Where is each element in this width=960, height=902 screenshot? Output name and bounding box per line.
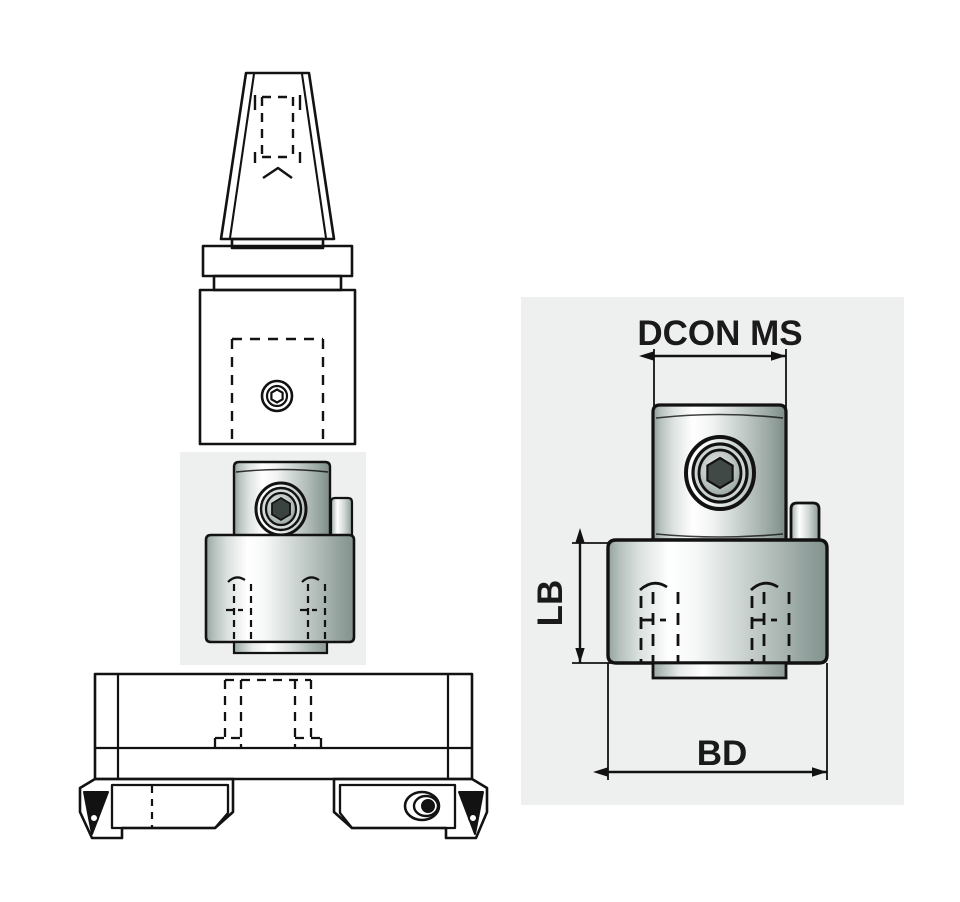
bottom-body-outline xyxy=(93,672,474,781)
collar-lower-ring xyxy=(212,274,343,292)
small-pocket-arc-right xyxy=(301,576,320,583)
small-hidden-pocket-left xyxy=(226,584,253,642)
small-hex-socket-screw xyxy=(254,481,308,537)
taper-inner-line-right xyxy=(300,73,328,239)
dcon-ms-label: DCON MS xyxy=(637,314,802,353)
taper-bore-chamfer xyxy=(262,166,293,179)
main-pocket-arc-left xyxy=(639,581,668,592)
collar-main xyxy=(201,244,354,278)
body-hidden-pocket xyxy=(230,337,325,444)
bottom-clamp-screw xyxy=(403,790,441,822)
main-lower-flange xyxy=(606,538,829,665)
small-detail-view xyxy=(204,460,356,655)
small-lower-flange xyxy=(204,533,356,644)
assembly-hex-socket-screw xyxy=(260,379,294,413)
taper-inner-line xyxy=(228,73,256,239)
bottom-right-cutting-insert xyxy=(458,791,484,835)
small-pocket-arc-left xyxy=(227,576,246,583)
bottom-right-insert-body xyxy=(338,783,457,830)
extension-lines xyxy=(572,349,828,780)
main-cylinder-top-arc xyxy=(655,413,784,419)
small-bottom-ring xyxy=(232,640,329,655)
main-cylinder-bottom-arc xyxy=(655,533,784,538)
bottom-right-insert-holder xyxy=(332,777,489,840)
lb-label: LB xyxy=(531,580,570,627)
main-hex-socket-screw xyxy=(684,435,756,511)
bottom-side-view xyxy=(78,672,489,840)
holder-body-outline xyxy=(198,288,357,446)
bd-label: BD xyxy=(697,734,748,773)
main-hidden-pocket-right xyxy=(750,592,791,662)
bottom-right-insert-hole xyxy=(468,813,478,823)
bottom-left-cutting-insert xyxy=(83,791,109,835)
main-pocket-arc-right xyxy=(750,581,779,592)
taper-bore-ticks xyxy=(253,95,302,163)
small-hidden-pocket-right xyxy=(300,584,327,642)
small-locating-pin xyxy=(329,496,354,542)
main-locating-pin xyxy=(789,501,821,550)
bottom-hidden-lines xyxy=(213,678,323,748)
taper-shank-outline xyxy=(219,71,336,241)
main-hidden-pocket-left xyxy=(639,592,680,662)
bottom-left-insert-holder xyxy=(78,777,235,840)
main-bottom-ring xyxy=(651,661,788,680)
main-detail-view: DCON MS LB BD xyxy=(531,314,829,780)
small-cylinder-top-arc xyxy=(235,468,329,473)
bottom-left-insert-hole xyxy=(89,813,99,823)
bottom-left-insert-body xyxy=(110,783,230,830)
assembly-view xyxy=(198,71,357,446)
taper-hidden-bore xyxy=(260,95,295,159)
